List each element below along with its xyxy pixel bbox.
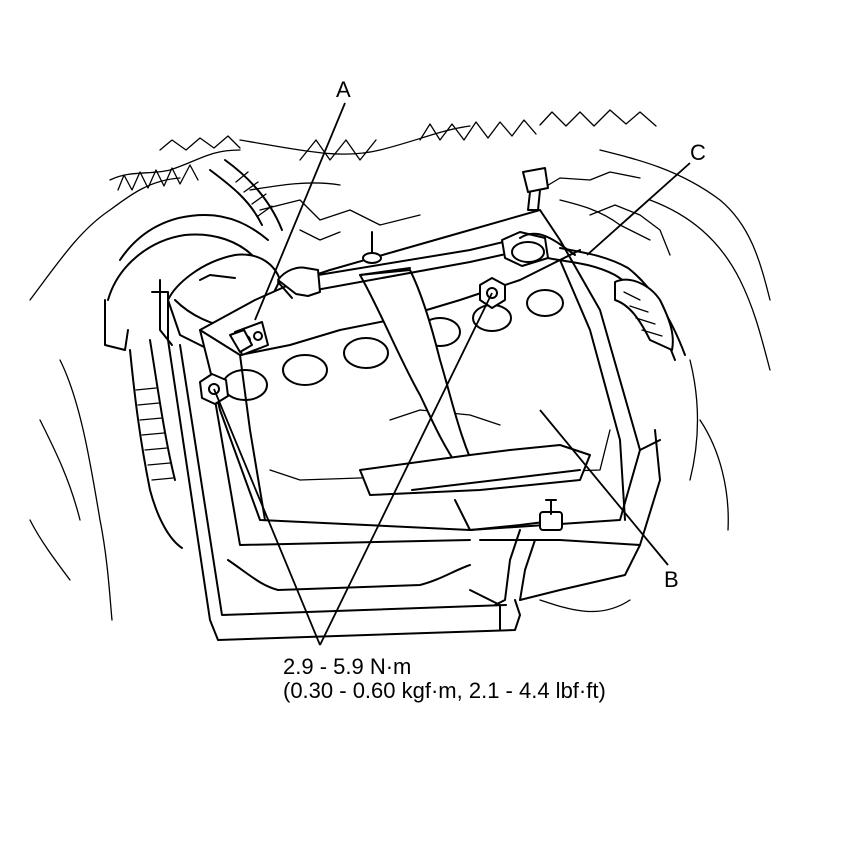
callout-label-a: A (336, 77, 351, 102)
leader-a (254, 102, 346, 321)
terminals (199, 167, 686, 405)
left-harness (104, 159, 283, 549)
callout-label-c: C (690, 140, 706, 165)
leader-b (539, 409, 669, 566)
battery-tray (167, 274, 661, 641)
torque-metric: 2.9 - 5.9 N·m (283, 654, 412, 679)
torque-spec: 2.9 - 5.9 N·m (0.30 - 0.60 kgf·m, 2.1 - … (283, 655, 606, 703)
callout-label-b: B (664, 567, 679, 592)
torque-imperial: (0.30 - 0.60 kgf·m, 2.1 - 4.4 lbf·ft) (283, 678, 606, 703)
leader-torque-right (319, 292, 493, 646)
callout-leaders (213, 102, 691, 646)
leader-c (586, 162, 691, 256)
engine-bay-background (29, 109, 771, 621)
leader-torque-left (213, 388, 321, 646)
hold-down-bracket (299, 231, 591, 606)
